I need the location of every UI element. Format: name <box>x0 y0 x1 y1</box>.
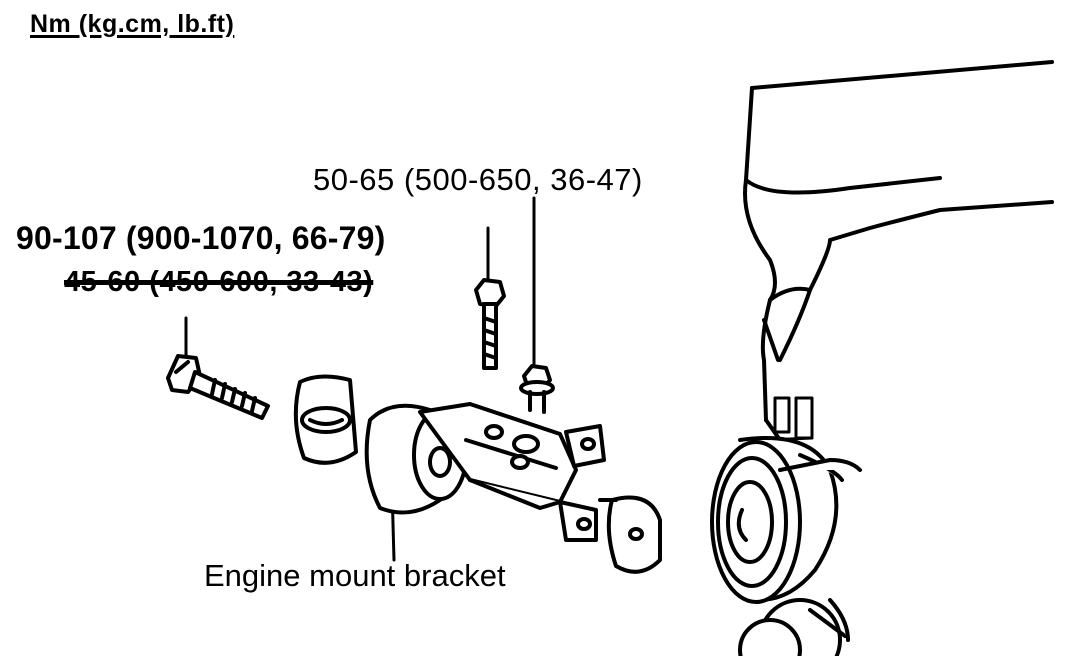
vertical-bolt <box>474 278 506 370</box>
engine-tab <box>766 396 814 442</box>
bolt-torque-spec-superseded: 45-60 (450-600, 33-43) <box>64 266 374 298</box>
engine-block <box>743 60 1054 442</box>
mount-bracket <box>364 402 662 574</box>
engine-mount-bracket-label: Engine mount bracket <box>204 558 506 593</box>
nut-torque-spec: 50-65 (500-650, 36-47) <box>313 162 643 197</box>
through-bolt <box>166 354 270 420</box>
spacer-sleeve <box>293 374 358 465</box>
units-label: Nm (kg.cm, lb.ft) <box>30 10 235 38</box>
bolt-torque-spec-revised: 90-107 (900-1070, 66-79) <box>16 220 386 256</box>
lower-pulley <box>738 598 850 656</box>
crank-pulley <box>710 436 862 604</box>
flange-nut <box>519 364 555 414</box>
